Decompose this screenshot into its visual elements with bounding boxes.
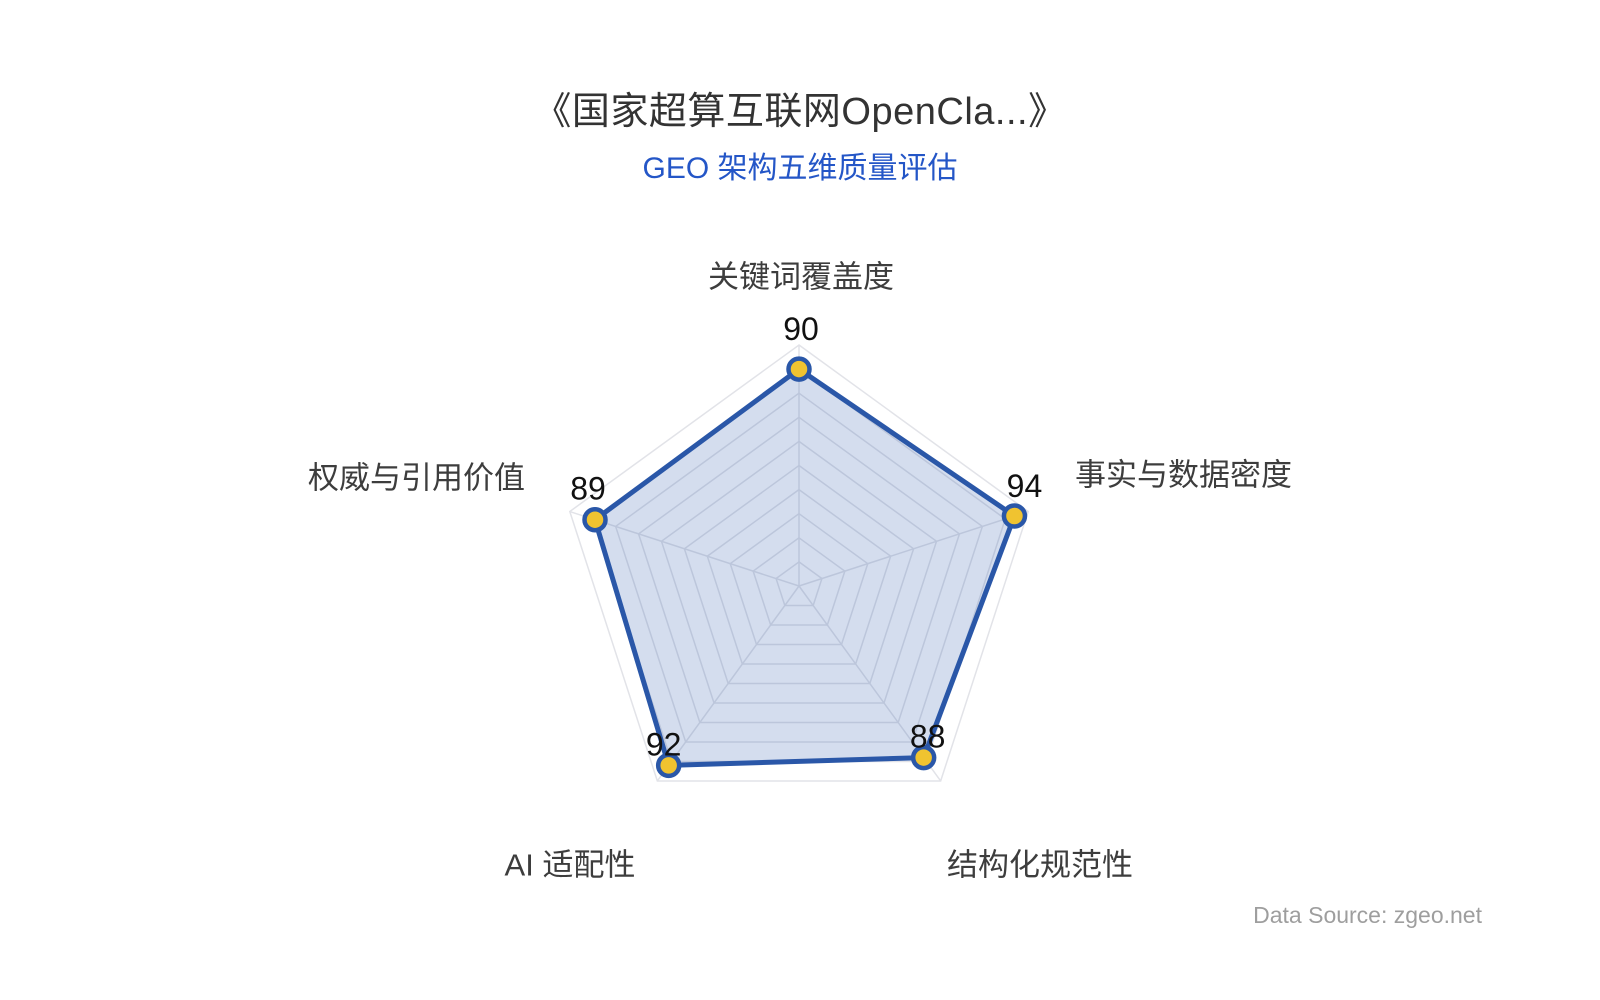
data-source-label: Data Source: zgeo.net <box>1253 902 1482 928</box>
grid-spoke <box>798 510 1029 587</box>
grid-spoke <box>656 585 800 782</box>
grid-ring <box>706 488 892 665</box>
grid-ring <box>637 416 961 724</box>
data-polygon <box>592 366 1017 768</box>
value-label: 92 <box>646 726 682 762</box>
grid-spoke <box>569 510 800 587</box>
grid-ring <box>775 560 823 607</box>
value-label: 88 <box>910 719 946 755</box>
axis-label: 结构化规范性 <box>947 848 1133 883</box>
data-point <box>655 752 682 779</box>
chart-title: 《国家超算互联网OpenCla...》 <box>533 91 1067 133</box>
grid-ring <box>729 512 869 646</box>
grid-ring <box>660 440 938 704</box>
axis-label: 事实与数据密度 <box>1075 458 1292 493</box>
axis-label: 权威与引用价值 <box>308 461 525 496</box>
grid-ring <box>752 536 846 626</box>
chart-subtitle: GEO 架构五维质量评估 <box>642 152 958 185</box>
grid-ring <box>568 344 1030 782</box>
data-point <box>582 506 608 533</box>
axis-label: 关键词覆盖度 <box>708 260 894 295</box>
grid-ring <box>683 464 915 685</box>
value-label: 94 <box>1007 468 1043 504</box>
data-point <box>786 356 812 382</box>
value-label: 90 <box>783 311 819 347</box>
axis-label: AI 适配性 <box>505 848 636 883</box>
data-point <box>1001 503 1028 529</box>
data-point <box>910 744 937 771</box>
value-label: 89 <box>570 471 606 507</box>
grid-ring <box>614 392 984 743</box>
